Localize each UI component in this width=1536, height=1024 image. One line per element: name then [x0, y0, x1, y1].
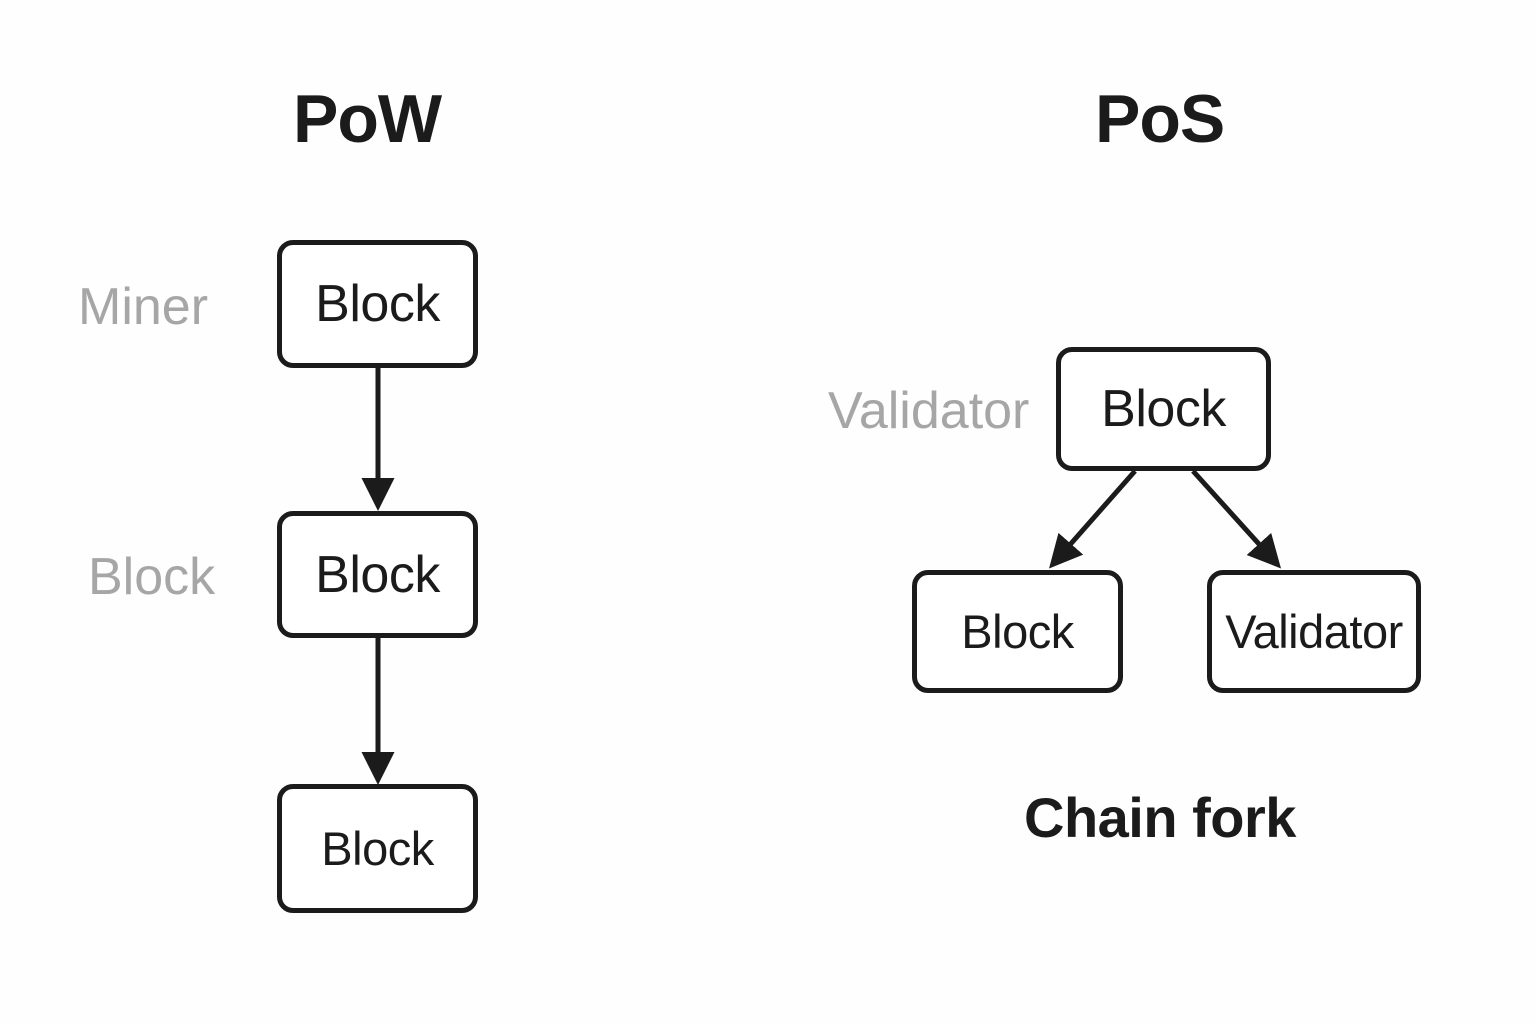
pos-block-node-top[interactable]: Block [1056, 347, 1271, 471]
pow-block-node-1[interactable]: Block [277, 240, 478, 368]
chain-fork-caption: Chain fork [1024, 786, 1296, 849]
pos-block-node-left[interactable]: Block [912, 570, 1123, 693]
pow-block-node-3-label: Block [321, 822, 434, 875]
arrow-pos-top-to-left [1049, 469, 1137, 569]
arrow-pos-top-to-right [1191, 469, 1282, 569]
pos-block-node-left-label: Block [961, 605, 1074, 658]
column-title-pos: PoS [1095, 81, 1225, 157]
pow-block-node-2[interactable]: Block [277, 511, 478, 638]
pow-block-node-3[interactable]: Block [277, 784, 478, 913]
column-title-pow: PoW [293, 81, 442, 157]
pow-block-node-2-label: Block [315, 545, 440, 604]
side-label-miner: Miner [78, 278, 209, 336]
pos-block-node-right-label: Validator [1225, 605, 1403, 658]
side-label-block: Block [88, 548, 216, 606]
pow-block-node-1-label: Block [315, 275, 440, 333]
side-label-validator: Validator [828, 382, 1030, 440]
pos-block-node-right[interactable]: Validator [1207, 570, 1421, 693]
pos-block-node-top-label: Block [1101, 380, 1226, 438]
